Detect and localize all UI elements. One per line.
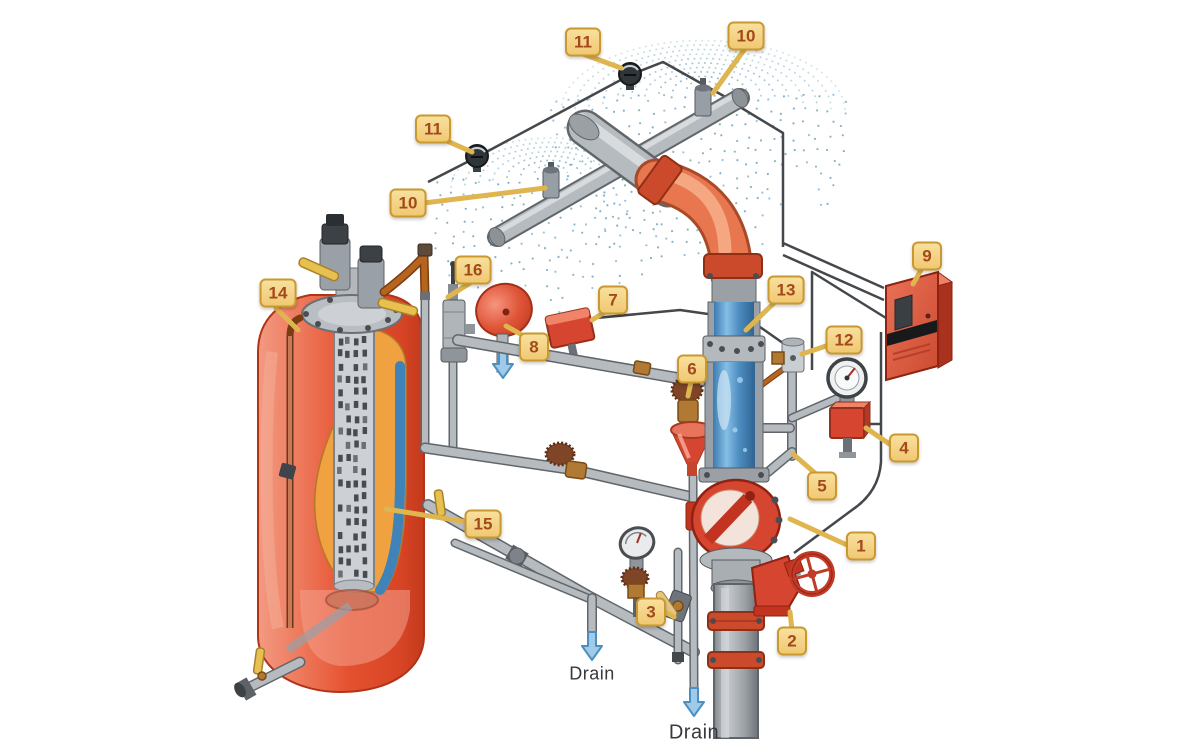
- pressure-switch-7: [544, 307, 596, 359]
- panel-window: [894, 294, 913, 331]
- tank-liner: [375, 361, 405, 595]
- riser-flange: [702, 335, 766, 363]
- riser-elbow: [634, 154, 763, 307]
- deluge-valve: [685, 478, 783, 562]
- copper-priming-line: [379, 243, 433, 301]
- bladder-tank: [234, 214, 433, 701]
- callout-4: 4: [889, 433, 919, 463]
- wire-drop: [739, 105, 785, 247]
- panel-stripe: [887, 320, 937, 346]
- callout-15: 15: [464, 509, 502, 539]
- drain-label-left: Drain: [569, 663, 615, 684]
- wire-to-panel-1: [782, 241, 885, 290]
- tank-bottom-outlet: [234, 647, 306, 701]
- open-nozzle-left: [542, 162, 560, 199]
- callout-7: 7: [598, 285, 628, 315]
- open-nozzle-right: [694, 78, 712, 117]
- riser: [685, 301, 835, 739]
- wire-panel-to-valve: [793, 332, 883, 555]
- handwheel: [789, 551, 835, 597]
- callout-13: 13: [767, 275, 805, 305]
- wire-to-panel-2: [782, 253, 885, 302]
- heat-detector-right: [618, 62, 642, 90]
- drip-funnel: [670, 421, 714, 476]
- callout-11-left: 11: [415, 114, 451, 144]
- callout-10-left: 10: [389, 188, 427, 218]
- callout-9: 9: [912, 241, 942, 271]
- drain-arrow-left: [581, 631, 603, 661]
- gate-valve-2: [750, 551, 835, 617]
- callout-6: 6: [677, 354, 707, 384]
- callout-11-top: 11: [565, 27, 601, 57]
- drain-label-bottom: Drain: [668, 721, 720, 744]
- tank-top-valve-right: [357, 245, 419, 317]
- callout-1: 1: [846, 531, 876, 561]
- tank-ghost-bottom: [300, 590, 410, 666]
- grooved-coupling-top: [637, 154, 683, 206]
- callout-5: 5: [807, 471, 837, 501]
- pipe-coupling-1: [707, 611, 765, 631]
- control-panel: [884, 270, 954, 382]
- callout-10-top: 10: [727, 21, 765, 51]
- pipe-coupling-2: [707, 651, 765, 669]
- grooved-coupling-bottom: [703, 253, 763, 279]
- wire-panel-to-pilot: [810, 270, 887, 370]
- callout-16: 16: [454, 255, 492, 285]
- callout-2: 2: [777, 626, 807, 656]
- callout-8: 8: [519, 332, 549, 362]
- callout-12: 12: [825, 325, 863, 355]
- pilot-valve-12: [771, 337, 805, 373]
- tank-top-valve-left: [298, 214, 351, 291]
- internal-outlet: [325, 589, 379, 611]
- pressure-switch-4: [828, 400, 872, 458]
- callout-leaders: [273, 47, 924, 633]
- callout-3: 3: [636, 597, 666, 627]
- riser-neck: [711, 275, 757, 307]
- drain-arrow-bottom: [683, 687, 705, 717]
- trim-piping: [419, 334, 741, 717]
- right-trim: [745, 337, 872, 477]
- callout-14: 14: [259, 278, 297, 308]
